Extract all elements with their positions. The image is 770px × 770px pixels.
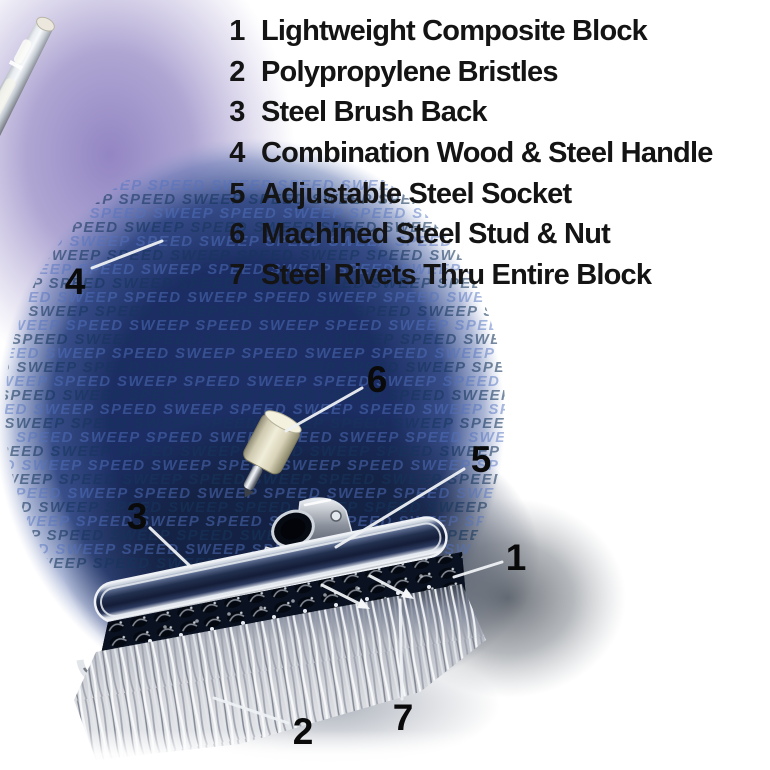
leader-7-stem <box>398 598 404 701</box>
callout-lines <box>90 239 504 725</box>
socket-highlight <box>303 498 332 507</box>
legend-num-5: 5 <box>229 178 245 210</box>
leader-1 <box>452 560 504 579</box>
legend-num-1: 1 <box>229 15 245 47</box>
watermark-row: SPEED SWEEP SPEED SWEEP SPEED SWEEP SPEE… <box>0 401 743 418</box>
brush-back-inner-rim <box>100 522 442 617</box>
handle-glare-2 <box>0 78 16 119</box>
watermark-row: SPEED SWEEP SPEED SWEEP SPEED SWEEP SPEE… <box>0 275 692 292</box>
watermark-row: SPEED SWEEP SPEED SWEEP SPEED SWEEP SPEE… <box>0 387 770 404</box>
legend-label-6: Machined Steel Stud & Nut <box>261 218 611 250</box>
stud-and-nut <box>243 410 302 498</box>
legend-label-7: Steel Rivets Thru Entire Block <box>261 259 653 291</box>
bottom-fade <box>0 730 770 770</box>
watermark-row: SPEED SWEEP SPEED SWEEP SPEED SWEEP SPEE… <box>0 261 721 278</box>
socket-bolt <box>330 510 342 522</box>
leader-7-branch-a <box>320 583 362 606</box>
watermark-row: SPEED SWEEP SPEED SWEEP SPEED SWEEP SPEE… <box>0 191 762 208</box>
leader-3 <box>148 526 193 569</box>
watermark-row: SPEED SWEEP SPEED SWEEP SPEED SWEEP SPEE… <box>0 415 714 432</box>
broom-handle <box>0 16 55 319</box>
legend-label-2: Polypropylene Bristles <box>261 56 558 88</box>
callout-2: 2 <box>293 711 314 752</box>
callout-4: 4 <box>65 261 86 302</box>
watermark-row: SPEED SWEEP SPEED SWEEP SPEED SWEEP SPEE… <box>0 205 733 222</box>
watermark-row: SPEED SWEEP SPEED SWEEP SPEED SWEEP SPEE… <box>0 359 726 376</box>
watermark-row: SPEED SWEEP SPEED SWEEP SPEED SWEEP SPEE… <box>4 485 770 502</box>
watermark-row: SPEED SWEEP SPEED SWEEP SPEED SWEEP SPEE… <box>0 345 755 362</box>
legend-num-3: 3 <box>229 96 245 128</box>
legend-num-2: 2 <box>229 56 245 88</box>
callout-1: 1 <box>506 537 527 578</box>
legend-num-4: 4 <box>229 137 245 169</box>
speed-sweep-watermark: SPEED SWEEP SPEED SWEEP SPEED SWEEP SPEE… <box>0 177 770 572</box>
bristles <box>74 584 486 760</box>
legend-num-7: 7 <box>229 259 245 291</box>
legend-label-1: Lightweight Composite Block <box>261 15 649 47</box>
watermark-row: SPEED SWEEP SPEED SWEEP SPEED SWEEP SPEE… <box>0 289 767 306</box>
watermark-row: SPEED SWEEP SPEED SWEEP SPEED SWEEP SPEE… <box>0 219 704 236</box>
callout-5: 5 <box>471 439 492 480</box>
stud-pin <box>243 465 263 490</box>
leader-5 <box>334 467 466 549</box>
arrowhead-7b <box>401 588 414 599</box>
watermark-row: SPEED SWEEP SPEED SWEEP SPEED SWEEP SPEE… <box>0 499 748 516</box>
callout-3: 3 <box>127 496 148 537</box>
watermark-row: SPEED SWEEP SPEED SWEEP SPEED SWEEP SPEE… <box>0 317 709 334</box>
handle-glare-1 <box>13 39 32 64</box>
legend-label-5: Adjustable Steel Socket <box>261 178 573 210</box>
handle-notch-1 <box>8 60 24 71</box>
leader-7-branch-b <box>368 574 408 597</box>
stud-tip <box>244 487 254 498</box>
legend-label-4: Combination Wood & Steel Handle <box>261 137 713 169</box>
watermark-row: SPEED SWEEP SPEED SWEEP SPEED SWEEP SPEE… <box>0 247 750 264</box>
leader-2 <box>212 696 290 725</box>
callout-6: 6 <box>367 359 388 400</box>
bristle-texture <box>74 584 486 760</box>
arrowhead-7a <box>357 598 370 609</box>
leader-4 <box>90 239 164 270</box>
leader-6 <box>284 386 364 433</box>
watermark-row: SPEED SWEEP SPEED SWEEP SPEED SWEEP SPEE… <box>11 331 770 348</box>
callout-7: 7 <box>393 697 414 738</box>
handle-top-cap <box>36 16 55 32</box>
watermark-row: SPEED SWEEP SPEED SWEEP SPEED SWEEP SPEE… <box>0 457 731 474</box>
watermark-row: SPEED SWEEP SPEED SWEEP SPEED SWEEP SPEE… <box>0 303 738 320</box>
legend: 1 Lightweight Composite Block 2 Polyprop… <box>229 15 714 291</box>
callout-numbers: 4 6 5 3 1 7 2 <box>65 261 527 752</box>
watermark-row: SPEED SWEEP SPEED SWEEP SPEED SWEEP SPEE… <box>18 177 770 194</box>
legend-label-3: Steel Brush Back <box>261 96 488 128</box>
watermark-row: SPEED SWEEP SPEED SWEEP SPEED SWEEP SPEE… <box>6 233 770 250</box>
legend-num-6: 6 <box>229 218 245 250</box>
watermark-row: SPEED SWEEP SPEED SWEEP SPEED SWEEP SPEE… <box>0 373 697 390</box>
